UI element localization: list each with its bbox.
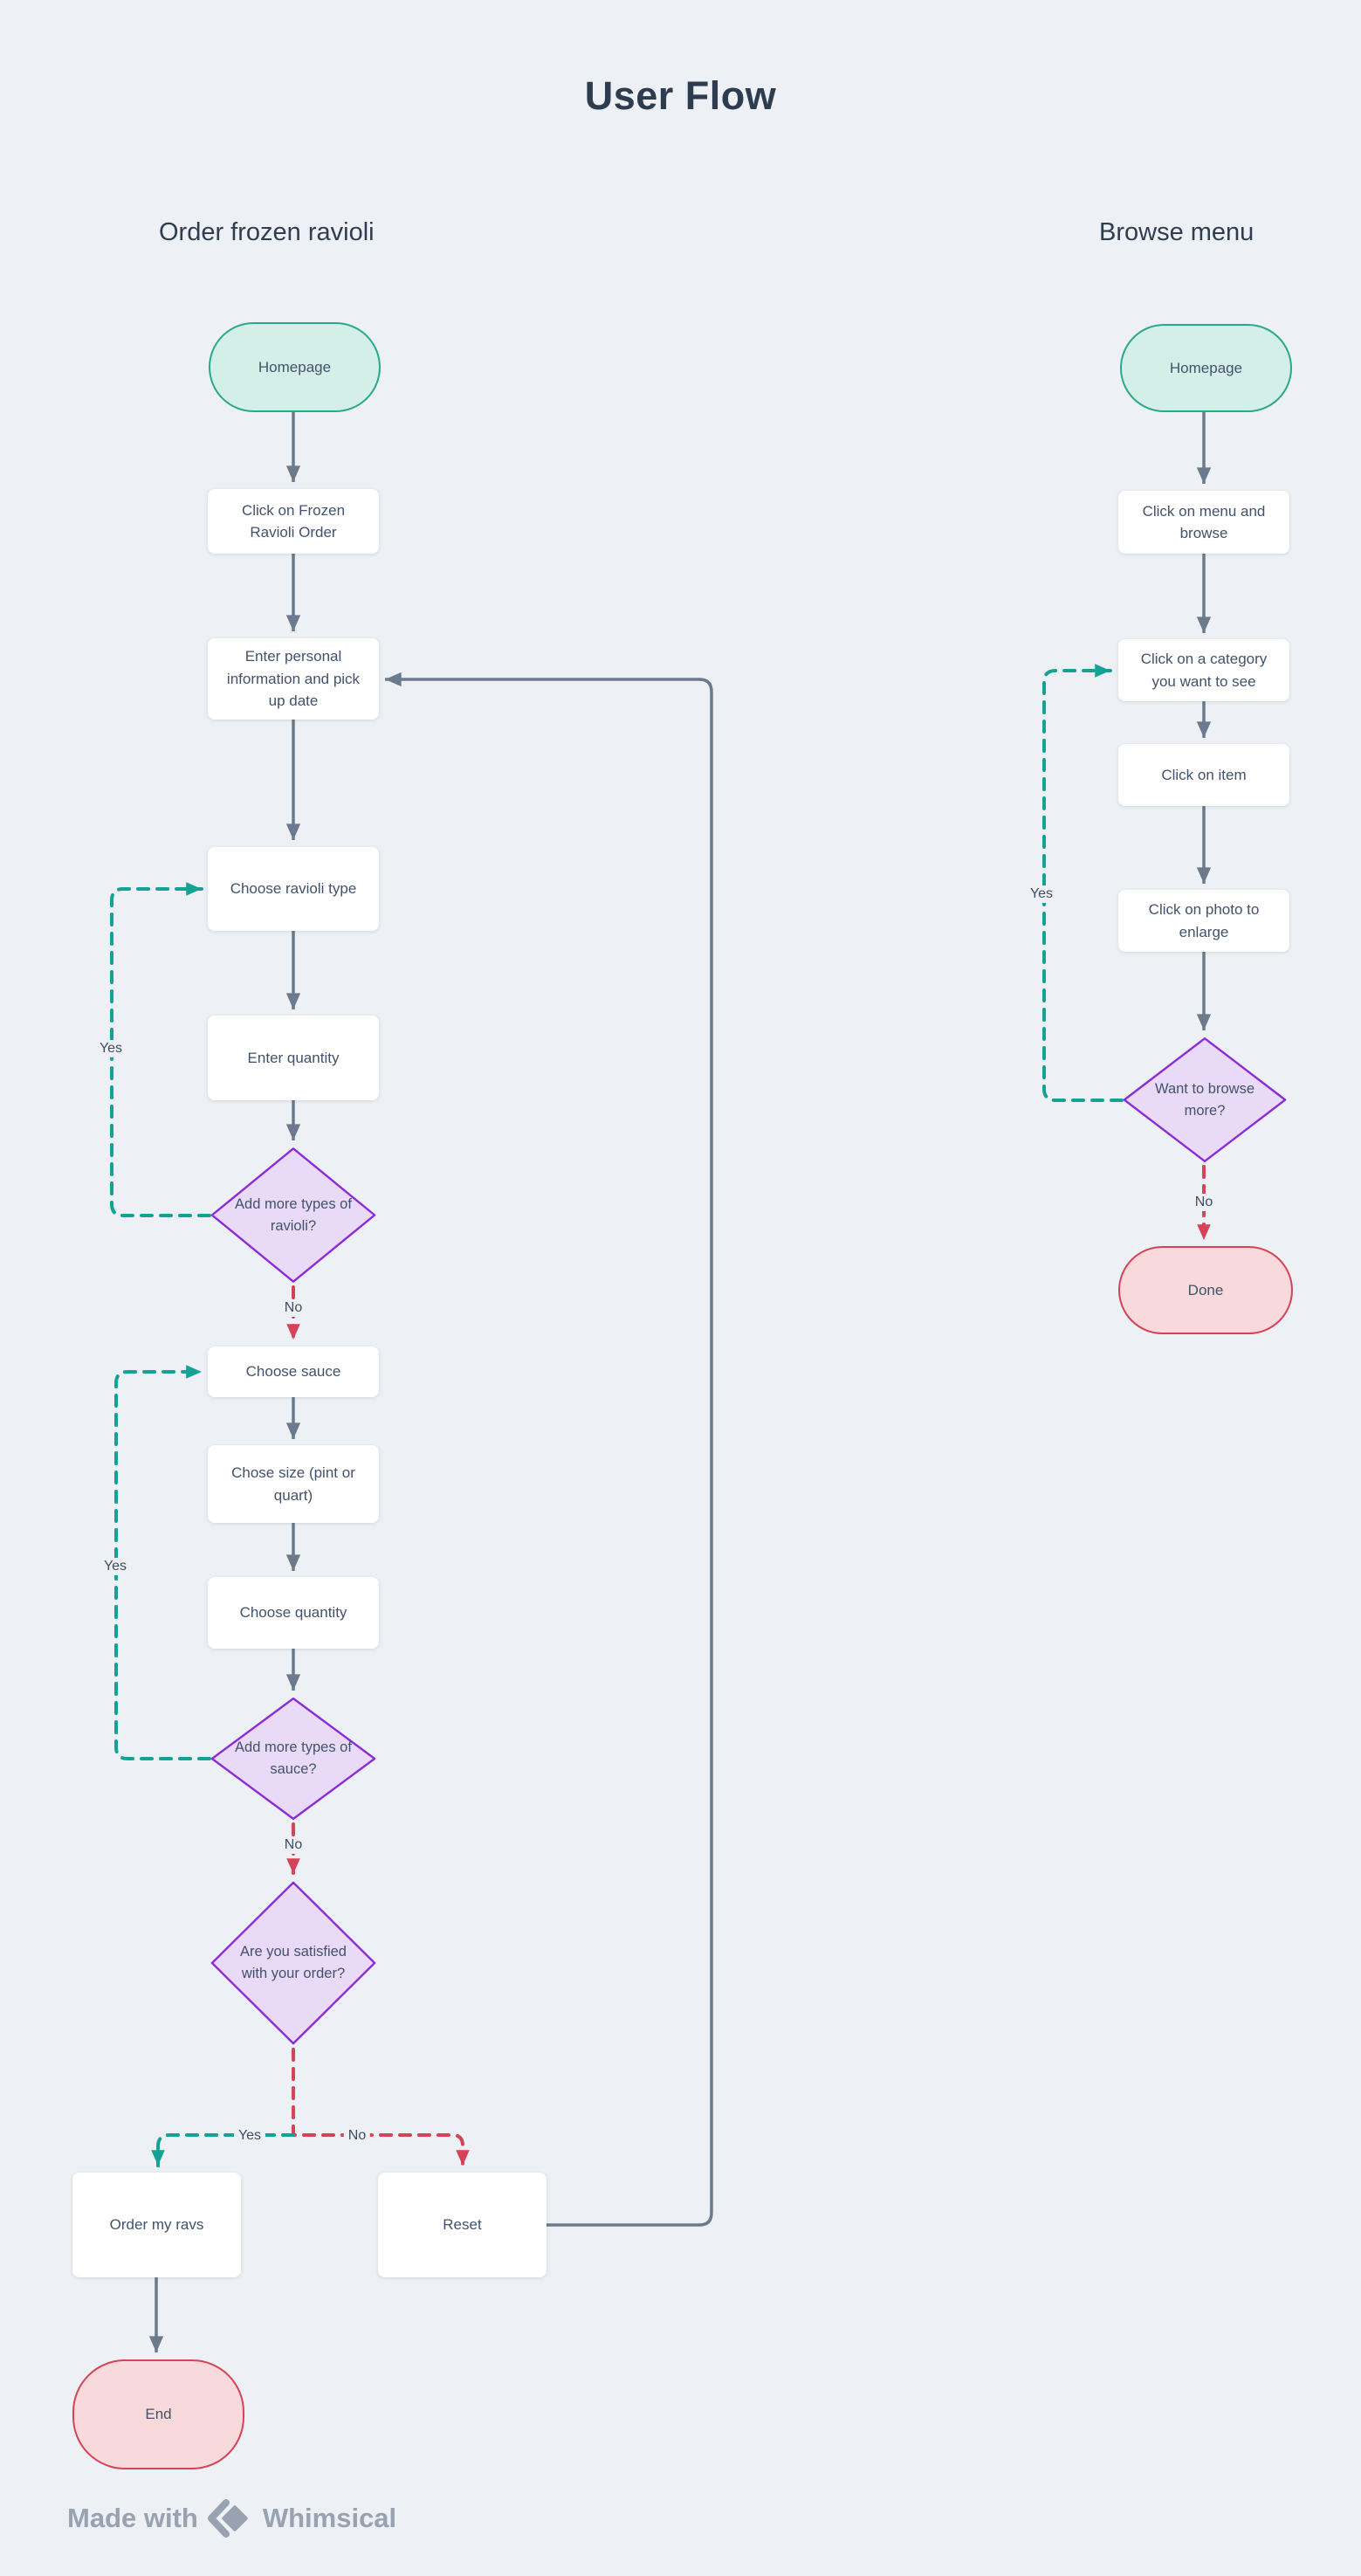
edge-label-no-sauce: No <box>279 1836 307 1854</box>
node-choose-ravioli-type[interactable]: Choose ravioli type <box>208 847 379 931</box>
node-label: Add more types of ravioli? <box>235 1195 352 1234</box>
node-label: Click on photo to enlarge <box>1148 901 1260 940</box>
node-label: Click on Frozen Ravioli Order <box>241 501 346 541</box>
diamond-shape <box>210 1147 377 1284</box>
page-title: User Flow <box>584 73 777 118</box>
node-label: Order my ravs <box>109 2216 204 2234</box>
decision-add-more-sauce[interactable]: Add more types of sauce? <box>210 1697 377 1821</box>
node-label: Click on item <box>1161 766 1247 783</box>
node-label: Done <box>1187 1281 1224 1298</box>
node-label: End <box>145 2406 172 2423</box>
node-click-menu-and-browse[interactable]: Click on menu and browse <box>1118 491 1289 554</box>
node-click-frozen-ravioli-order[interactable]: Click on Frozen Ravioli Order <box>208 489 379 554</box>
decision-satisfied-with-order[interactable]: Are you satisfied with your order? <box>210 1880 377 2046</box>
edge-label-yes-sauce-loop: Yes <box>99 1558 132 1575</box>
decision-add-more-ravioli[interactable]: Add more types of ravioli? <box>210 1147 377 1284</box>
node-click-photo-enlarge[interactable]: Click on photo to enlarge <box>1118 890 1289 952</box>
node-label: Homepage <box>258 358 332 375</box>
node-click-category[interactable]: Click on a category you want to see <box>1118 639 1289 701</box>
node-done[interactable]: Done <box>1118 1246 1293 1334</box>
edge-reset-loop-to-personal-info <box>385 672 713 2227</box>
node-label: Chose size (pint or quart) <box>231 1464 355 1504</box>
node-label: Click on menu and browse <box>1142 502 1266 542</box>
node-label: Enter personal information and pick up d… <box>226 648 361 710</box>
node-choose-sauce[interactable]: Choose sauce <box>208 1347 379 1397</box>
node-label: Choose quantity <box>239 1604 347 1622</box>
node-enter-quantity[interactable]: Enter quantity <box>208 1016 379 1100</box>
node-label: Add more types of sauce? <box>235 1739 352 1777</box>
node-chose-size[interactable]: Chose size (pint or quart) <box>208 1445 379 1523</box>
node-label: Reset <box>443 2216 482 2234</box>
footer-made-with-text: Made with <box>67 2503 198 2533</box>
edge-label-yes-satisfied: Yes <box>233 2127 266 2145</box>
whimsical-logo-icon[interactable] <box>207 2499 253 2538</box>
edge-label-no-ravioli: No <box>279 1299 307 1317</box>
node-homepage-order[interactable]: Homepage <box>209 322 381 412</box>
node-choose-quantity[interactable]: Choose quantity <box>208 1577 379 1649</box>
node-reset[interactable]: Reset <box>378 2173 546 2277</box>
node-label: Click on a category you want to see <box>1140 651 1268 690</box>
footer-brand-name[interactable]: Whimsical <box>262 2503 397 2533</box>
node-label: Homepage <box>1169 359 1243 376</box>
edge-label-yes-ravioli-loop: Yes <box>94 1040 127 1057</box>
node-enter-personal-info[interactable]: Enter personal information and pick up d… <box>208 638 379 720</box>
node-label: Choose sauce <box>245 1363 341 1381</box>
edge-no-satisfied-to-reset <box>292 2048 470 2167</box>
node-label: Want to browse more? <box>1154 1080 1255 1119</box>
footer-branding: Made with Whimsical <box>67 2499 396 2538</box>
diamond-shape <box>210 1697 377 1821</box>
node-homepage-browse[interactable]: Homepage <box>1120 324 1292 412</box>
decision-want-browse-more[interactable]: Want to browse more? <box>1122 1037 1288 1163</box>
diamond-shape <box>210 1880 377 2046</box>
column-heading-order: Order frozen ravioli <box>159 218 375 246</box>
column-heading-browse: Browse menu <box>1099 218 1254 246</box>
node-label: Are you satisfied with your order? <box>240 1944 347 1981</box>
node-end[interactable]: End <box>72 2359 244 2469</box>
node-click-item[interactable]: Click on item <box>1118 744 1289 806</box>
edge-yes-more-sauce-loop <box>114 1365 211 1760</box>
edge-label-yes-browse-loop: Yes <box>1025 885 1058 903</box>
edge-label-no-satisfied: No <box>343 2127 371 2145</box>
node-order-my-ravs[interactable]: Order my ravs <box>72 2173 241 2277</box>
node-label: Choose ravioli type <box>230 880 357 898</box>
node-label: Enter quantity <box>247 1049 340 1066</box>
edge-yes-satisfied-to-order <box>151 2133 295 2167</box>
diamond-shape <box>1122 1037 1288 1163</box>
edge-label-no-browse: No <box>1190 1194 1218 1211</box>
